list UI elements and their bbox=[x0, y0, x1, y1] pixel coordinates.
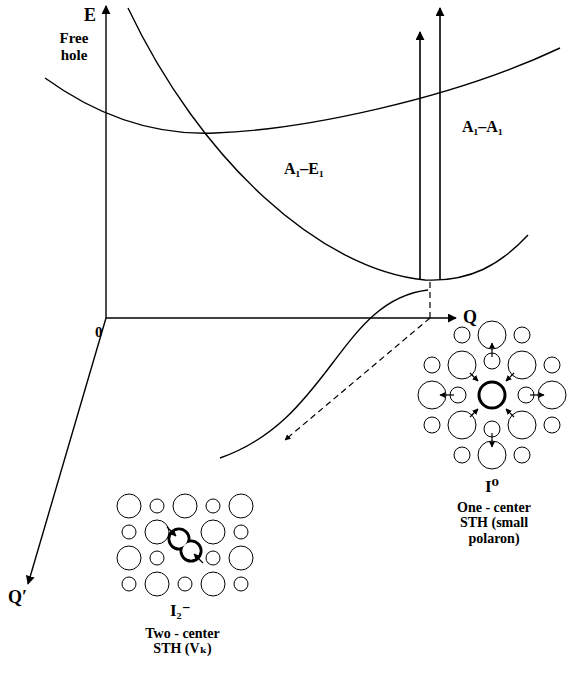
lattice-ion bbox=[514, 447, 530, 463]
lattice-ion bbox=[424, 417, 440, 433]
diagram-label: Q′ bbox=[8, 588, 27, 608]
projection-line bbox=[429, 282, 430, 318]
lattice-ion bbox=[117, 494, 141, 518]
diagram-label: A₁–A₁ bbox=[462, 118, 503, 136]
lattice-ion bbox=[454, 447, 470, 463]
diagram-label: I⁰ bbox=[485, 478, 499, 497]
sth-valley-curve bbox=[220, 290, 428, 458]
q-prime-axis bbox=[28, 318, 106, 584]
lattice-ion bbox=[201, 520, 225, 544]
sth-curve bbox=[128, 8, 528, 280]
diagram-label: Free hole bbox=[50, 30, 98, 63]
displacement-arrow bbox=[506, 409, 514, 417]
lattice-ion bbox=[424, 357, 440, 373]
diagram-label: One - center STH (small polaron) bbox=[444, 500, 544, 546]
diagram-label: Q bbox=[463, 308, 477, 328]
lattice-ion bbox=[122, 525, 136, 539]
lattice-ion bbox=[206, 551, 220, 565]
displacement-arrow bbox=[470, 373, 478, 381]
lattice-ion bbox=[173, 494, 197, 518]
lattice-ion bbox=[122, 577, 136, 591]
displacement-arrow bbox=[491, 343, 492, 357]
transition-arrow bbox=[419, 32, 421, 280]
diagram-label: E bbox=[84, 6, 96, 26]
lattice-ion bbox=[145, 572, 169, 596]
two-center-lattice bbox=[117, 494, 253, 596]
projection-line bbox=[285, 318, 430, 440]
displacement-arrow bbox=[440, 394, 454, 395]
diagram-label: A₁–E₁ bbox=[284, 160, 324, 178]
displacement-arrow bbox=[167, 527, 176, 536]
lattice-ion bbox=[206, 499, 220, 513]
displacement-arrow bbox=[491, 433, 492, 447]
lattice-ion bbox=[514, 327, 530, 343]
hole-center-ion bbox=[479, 382, 505, 408]
diagram-label: I₂⁻ bbox=[170, 602, 191, 621]
lattice-ion bbox=[229, 546, 253, 570]
transition-arrow bbox=[439, 8, 441, 280]
displacement-arrow bbox=[530, 394, 544, 395]
one-center-lattice bbox=[418, 321, 566, 469]
lattice-ion bbox=[544, 357, 560, 373]
displacement-arrow bbox=[194, 554, 203, 563]
energy-axis bbox=[105, 6, 106, 318]
lattice-ion bbox=[150, 551, 164, 565]
displacement-arrow bbox=[506, 373, 514, 381]
diagram-label: Two - center STH (Vₖ) bbox=[140, 626, 225, 657]
lattice-ion bbox=[150, 499, 164, 513]
lattice-ion bbox=[145, 520, 169, 544]
lattice-ion bbox=[178, 577, 192, 591]
diagram-label: 0 bbox=[95, 324, 103, 341]
lattice-ion bbox=[117, 546, 141, 570]
lattice-ion bbox=[229, 494, 253, 518]
lattice-ion bbox=[454, 327, 470, 343]
lattice-ion bbox=[201, 572, 225, 596]
lattice-ion bbox=[544, 417, 560, 433]
lattice-ion bbox=[234, 525, 248, 539]
displacement-arrow bbox=[470, 409, 478, 417]
lattice-ion bbox=[234, 577, 248, 591]
q-axis bbox=[106, 317, 456, 318]
